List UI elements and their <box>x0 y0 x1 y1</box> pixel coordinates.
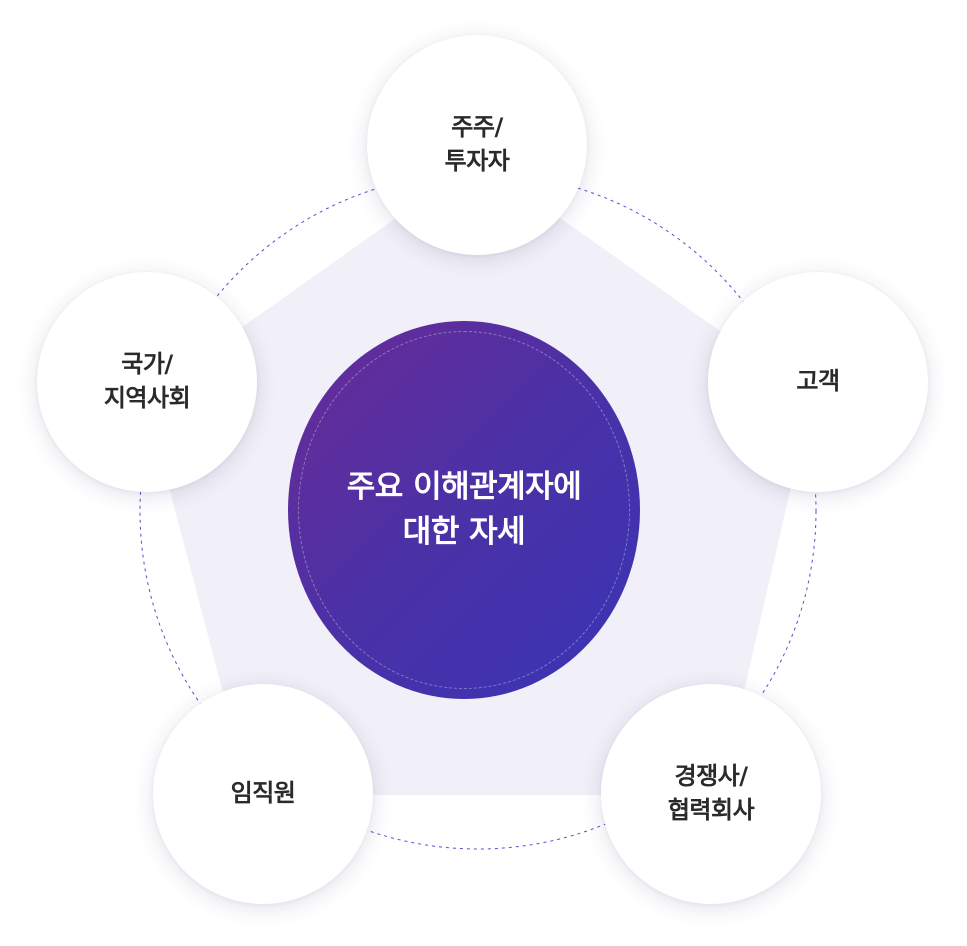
center-circle: 주요 이해관계자에 대한 자세 <box>288 321 640 699</box>
stakeholder-label-employees: 임직원 <box>230 779 296 808</box>
stakeholder-node-customers: 고객 <box>708 272 928 492</box>
center-title: 주요 이해관계자에 대한 자세 <box>346 469 582 550</box>
stakeholder-label-customers: 고객 <box>796 367 840 396</box>
stakeholder-node-shareholders: 주주/ 투자자 <box>367 35 587 255</box>
stakeholder-label-shareholders: 주주/ 투자자 <box>444 113 510 175</box>
stakeholder-label-community: 국가/ 지역사회 <box>103 350 191 412</box>
stakeholder-node-competitors: 경쟁사/ 협력회사 <box>601 684 821 904</box>
stakeholder-node-employees: 임직원 <box>153 684 373 904</box>
orbit-ring <box>139 172 817 850</box>
stakeholder-node-community: 국가/ 지역사회 <box>37 272 257 492</box>
stakeholder-label-competitors: 경쟁사/ 협력회사 <box>667 762 755 824</box>
